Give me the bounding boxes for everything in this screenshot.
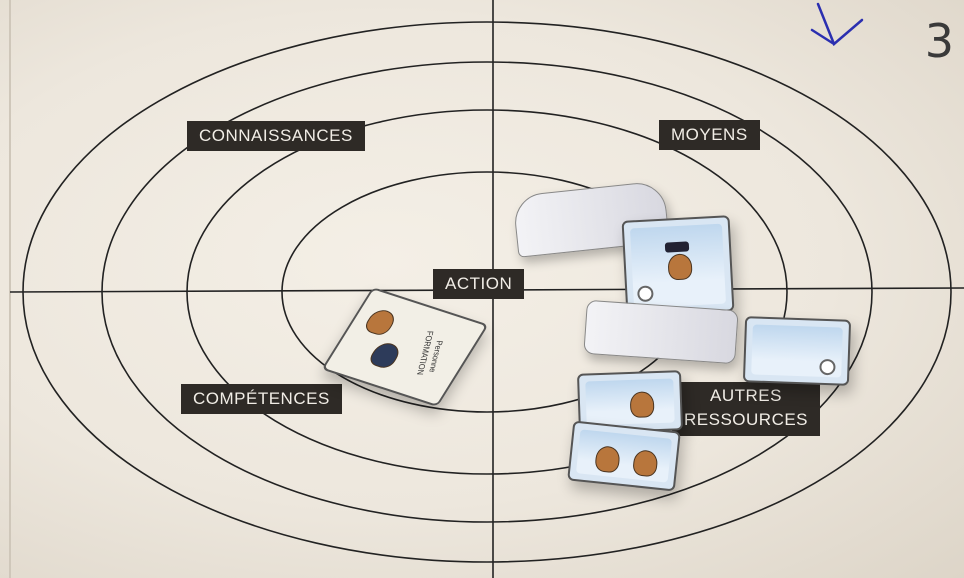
- hand-drawn-arrow-icon: [810, 2, 864, 47]
- picture-card-1: [621, 215, 735, 317]
- character-icon: [629, 391, 655, 418]
- picture-card-blank: [742, 316, 852, 386]
- card-illustration: [575, 429, 673, 483]
- picture-card-3: [567, 420, 681, 492]
- label-autres-line2: RESSOURCES: [684, 410, 809, 429]
- character-icon: [366, 340, 404, 371]
- folded-card-middle: [583, 299, 739, 365]
- character-icon: [361, 307, 399, 338]
- label-autres-ressources: AUTRES RESSOURCES: [672, 382, 821, 436]
- label-action: ACTION: [433, 269, 525, 299]
- label-connaissances: CONNAISSANCES: [187, 121, 365, 151]
- character-icon: [667, 253, 693, 281]
- label-moyens: MOYENS: [659, 120, 760, 150]
- label-competences: COMPÉTENCES: [181, 384, 342, 414]
- hat-icon: [664, 241, 690, 253]
- label-autres-line1: AUTRES: [710, 386, 782, 405]
- page-number: 3: [924, 14, 954, 68]
